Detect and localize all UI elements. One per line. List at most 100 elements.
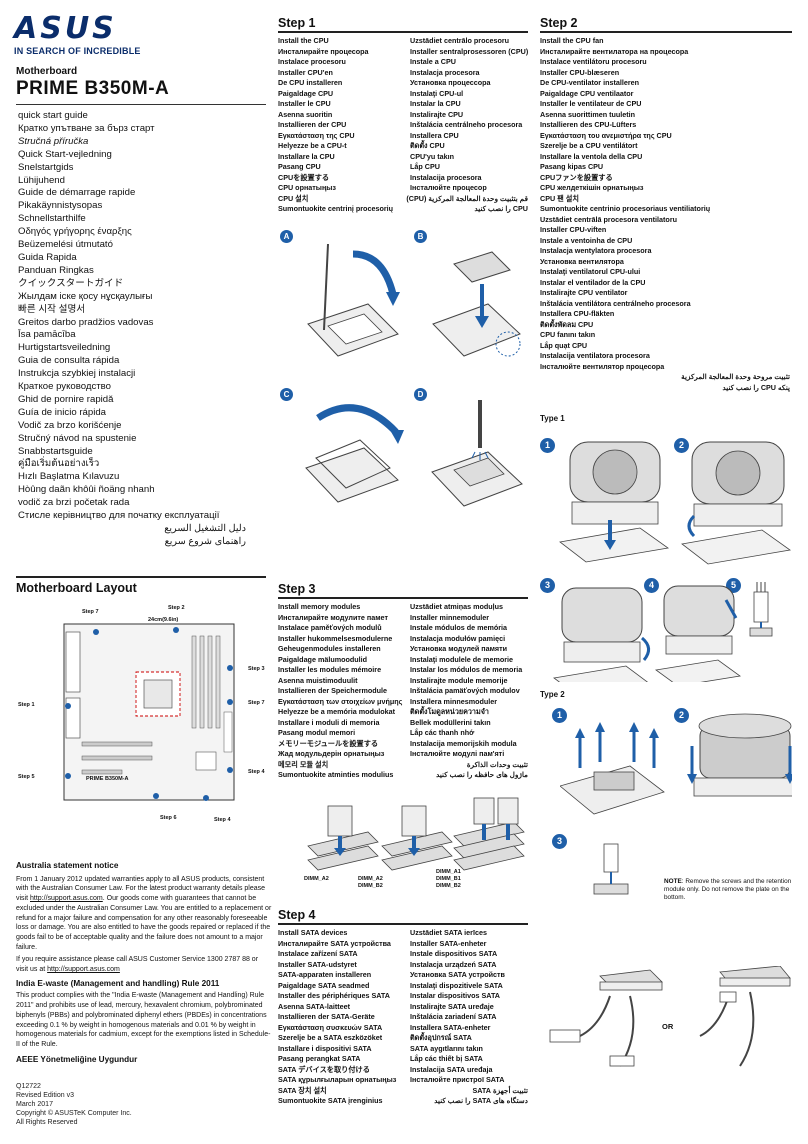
brand-name: ASUS bbox=[14, 11, 117, 46]
guide-title: Guida Rapida bbox=[18, 251, 77, 263]
layout-step4-label: Step 4 bbox=[248, 769, 265, 775]
memory-modules-illustration bbox=[307, 797, 525, 871]
product-model: PRIME B350M-A bbox=[16, 78, 170, 99]
step2-instruction: Sumontuokite centrinio procesoriaus vent… bbox=[540, 204, 711, 213]
step4-instruction: تثبيت أجهزة SATA bbox=[472, 1085, 528, 1095]
guide-title: คู่มือเริ่มต้นอย่างเร็ว bbox=[18, 458, 100, 470]
step4-instruction: Instalar dispositivos SATA bbox=[410, 991, 500, 1000]
step2-instruction: Instalaţi ventilatorul CPU-ului bbox=[540, 267, 641, 276]
australia-paragraph-2: If you require assistance please call AS… bbox=[16, 956, 259, 974]
step1-instruction: CPUを設置する bbox=[278, 172, 330, 182]
step3-instruction: Installieren der Speichermodule bbox=[278, 686, 388, 695]
step3-instruction: Uzstādiet atmiņas moduļus bbox=[410, 602, 504, 611]
step1-instruction: CPU را نصب کنید bbox=[474, 204, 528, 213]
step2-instruction: Εγκατάσταση του ανεμιστήρα της CPU bbox=[540, 130, 672, 140]
step4-instruction: Installieren der SATA-Geräte bbox=[278, 1012, 375, 1021]
step2-instruction: Uzstādiet centrālā procesora ventilatoru bbox=[540, 214, 678, 224]
step1-instruction: Instalace procesoru bbox=[278, 57, 346, 66]
step3-instruction: Жад модульдерін орнатыңыз bbox=[278, 749, 385, 758]
guide-title: Guide de démarrage rapide bbox=[18, 187, 136, 199]
step1-instruction: Instale a CPU bbox=[410, 57, 456, 66]
figure-marker-b: B bbox=[414, 230, 427, 243]
step2-instruction: Инсталирайте вентилатора на процесора bbox=[540, 46, 689, 56]
step1-instruction: Installare la CPU bbox=[278, 151, 335, 161]
step4-instruction: Inštalácia zariadení SATA bbox=[410, 1012, 497, 1021]
step3-instruction: تثبيت وحدات الذاكرة bbox=[466, 759, 528, 769]
step3-instruction: Installer minnemoduler bbox=[410, 612, 490, 622]
figure-marker-d: D bbox=[414, 388, 427, 401]
note-text: : Remove the screws and the retention mo… bbox=[664, 878, 792, 901]
step4-instruction: SATA-apparaten installeren bbox=[278, 970, 372, 979]
guide-title: راهنمای شروع سریع bbox=[164, 535, 246, 547]
step3-instruction: Installare i moduli di memoria bbox=[278, 717, 380, 727]
layout-dimension: 24cm(9.6in) bbox=[148, 617, 179, 623]
support-link-2[interactable]: http://support.asus.com bbox=[47, 966, 120, 974]
memory-install-figure: DIMM_A2 DIMM_A2 DIMM_B2 DIMM_A1 DIMM_B1 … bbox=[278, 796, 528, 892]
step4-instruction: Instalirajte SATA uređaje bbox=[410, 1001, 494, 1011]
step4-instruction: Lắp các thiết bị SATA bbox=[410, 1054, 483, 1063]
australia-paragraph-1: From 1 January 2012 updated warranties a… bbox=[16, 875, 272, 951]
step1-instruction: Instalaţi CPU-ul bbox=[410, 88, 464, 98]
step3-instruction: Instalirajte module memorije bbox=[410, 675, 508, 685]
step3-instruction: Asenna muistimoduulit bbox=[278, 675, 358, 685]
step2-instruction: Instalacija ventilatora procesora bbox=[540, 351, 650, 360]
divider bbox=[278, 923, 528, 925]
step1-instruction: Інсталюйте процесор bbox=[410, 183, 487, 192]
step4-instruction: Instalaţi dispozitivele SATA bbox=[410, 980, 503, 990]
step3-instruction: Εγκατάσταση των στοιχείων μνήμης bbox=[278, 696, 403, 706]
type1-marker-3: 3 bbox=[540, 578, 555, 593]
motherboard-layout-figure: Step 7 Step 2 24cm(9.6in) Step 3 Step 7 … bbox=[16, 602, 266, 827]
step4-instruction: SATA 장치 설치 bbox=[278, 1085, 327, 1095]
step3-instruction: Sumontuokite atminties modulius bbox=[278, 770, 394, 779]
guide-title: Quick Start-vejledning bbox=[18, 148, 112, 160]
step2-instruction: CPUファンを設置する bbox=[540, 172, 613, 182]
step3-instruction: ติดตั้งโมดูลหน่วยความจำ bbox=[410, 707, 489, 716]
guide-title: Pikakäynnistysopas bbox=[18, 200, 103, 212]
step3-instruction: Instalar los módulos de memoria bbox=[410, 665, 523, 674]
guide-title: Īsa pamācība bbox=[18, 329, 76, 341]
step1-instruction: Uzstādiet centrālo procesoru bbox=[410, 36, 510, 45]
guide-title: クイックスタートガイド bbox=[18, 277, 124, 289]
step1-instruction: De CPU installeren bbox=[278, 78, 343, 87]
guide-title: Hurtigstartsveiledning bbox=[18, 342, 111, 354]
step2-instruction: Installare la ventola della CPU bbox=[540, 151, 643, 161]
step1-instruction: Lắp CPU bbox=[410, 162, 440, 171]
layout-step3-label: Step 3 bbox=[248, 666, 265, 672]
step1-instruction: Inštalácia centrálneho procesora bbox=[410, 120, 523, 129]
step3-instruction: Helyezze be a memória modulokat bbox=[278, 707, 396, 716]
guide-title: Жылдам іске қосу нұсқаулығы bbox=[18, 290, 153, 302]
guide-title: Guia de consulta rápida bbox=[18, 355, 120, 367]
cpu-socket-open-illustration bbox=[307, 243, 400, 357]
step1-title: Step 1 bbox=[278, 16, 316, 30]
guide-title: Guía de inicio rápida bbox=[18, 406, 106, 418]
guide-title: Ghid de pornire rapidă bbox=[18, 393, 114, 405]
step2-instruction: Installieren des CPU-Lüfters bbox=[540, 120, 637, 129]
step4-instruction: Install SATA devices bbox=[278, 928, 348, 937]
type2-label: Type 2 bbox=[540, 690, 565, 699]
step4-instruction: Installera SATA-enheter bbox=[410, 1022, 491, 1032]
step3-instruction: Installer les modules mémoire bbox=[278, 665, 382, 674]
step3-title: Step 3 bbox=[278, 582, 316, 596]
step2-instruction: Installer CPU-blæseren bbox=[540, 67, 620, 77]
type1-figures: 1 2 3 4 5 bbox=[540, 432, 792, 682]
guide-title: Кратко упътване за бърз старт bbox=[18, 122, 155, 134]
step4-instruction: ติดตั้งอุปกรณ์ SATA bbox=[410, 1033, 472, 1042]
step2-instruction: Asenna suorittimen tuuletin bbox=[540, 109, 636, 119]
type2-marker-2: 2 bbox=[674, 708, 689, 723]
support-link-1[interactable]: http://support.asus.com bbox=[30, 895, 103, 903]
step2-instruction: Instalirajte CPU ventilator bbox=[540, 288, 628, 297]
dimm-b2-label-2: DIMM_B2 bbox=[436, 883, 461, 889]
divider bbox=[278, 597, 528, 599]
step2-title: Step 2 bbox=[540, 16, 578, 30]
or-label: OR bbox=[662, 1022, 674, 1031]
figure-marker-a: A bbox=[280, 230, 293, 243]
type1-marker-5: 5 bbox=[726, 578, 741, 593]
guide-title: Stručná příručka bbox=[18, 135, 89, 147]
step1-instruction: Installieren der CPU bbox=[278, 120, 347, 129]
step4-instruction: Instalacja urządzeń SATA bbox=[410, 959, 497, 969]
type1-marker-4: 4 bbox=[644, 578, 659, 593]
guide-title: Οδηγός γρήγορης έναρξης bbox=[18, 226, 132, 238]
step4-instruction: Инсталирайте SATA устройства bbox=[278, 938, 391, 948]
